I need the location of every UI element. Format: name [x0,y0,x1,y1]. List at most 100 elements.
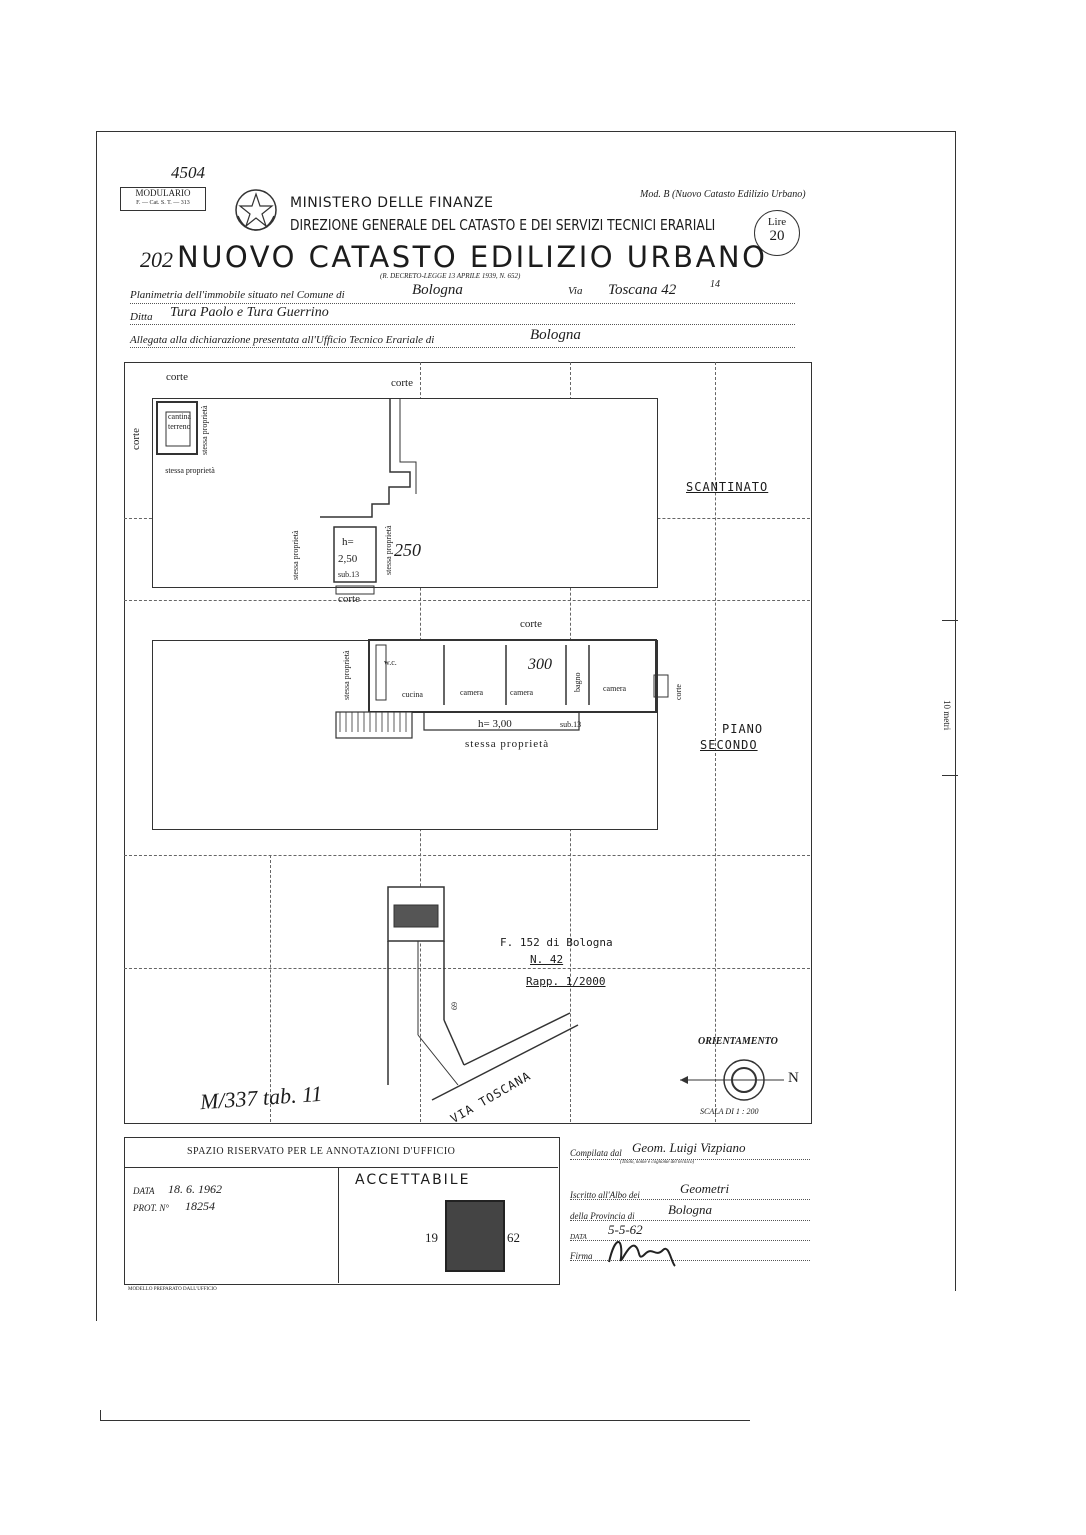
basement-scale-mark: 250 [394,540,421,560]
page-right-rule [955,131,956,1291]
ditta-label: Ditta [130,311,153,323]
basement-corte-left: corte [130,428,142,450]
modulario-sub: F. — Cat. S. T. — 313 [136,200,190,206]
document-title: NUOVO CATASTO EDILIZIO URBANO [177,240,768,274]
allegata-label: Allegata alla dichiarazione presentata a… [130,334,435,346]
lire-label: Lire [767,216,787,228]
office-prot-value: 18254 [185,1199,215,1213]
via-superscript: 14 [710,279,720,290]
second-floor-drawing [335,639,669,739]
basement-stessa-h: stessa proprietà [165,466,215,475]
data-row: DATA 5-5-62 [570,1222,810,1241]
second-room-3: camera [510,688,534,697]
scale-label: SCALA DI 1 : 200 [700,1107,759,1116]
office-stamp-year-left: 19 [425,1230,438,1245]
signature-data-label: DATA [570,1233,587,1241]
basement-small-room-2: terreno [168,422,191,431]
second-corte-top: corte [520,618,542,630]
grid-line [124,855,810,856]
firma-label: Firma [570,1251,593,1261]
office-prot-label: PROT. N° [133,1203,169,1213]
basement-outline [152,398,658,588]
ministry-name: MINISTERO DELLE FINANZE [290,195,494,211]
basement-sub: sub.13 [338,570,360,579]
map-ratio: Rapp. 1/2000 [526,975,606,988]
orientation-label: ORIENTAMENTO [698,1036,778,1047]
ditta-row: Ditta Tura Paolo e Tura Guerrino [130,305,795,325]
via-value: Toscana 42 [608,282,677,298]
grid-vline [715,362,716,1122]
signature-data-value: 5-5-62 [608,1222,643,1237]
second-floor-label-1: PIANO [722,722,764,736]
second-room-4: camera [603,684,627,693]
lire-stamp: Lire 20 [754,210,800,256]
allegata-row: Allegata alla dichiarazione presentata a… [130,327,795,348]
page-top-rule [96,131,956,132]
office-stamp-portrait [445,1200,505,1272]
second-room-2: camera [460,688,484,697]
basement-stessa-v1: stessa proprietà [200,405,209,455]
map-sheet: F. 152 di Bologna [500,936,613,949]
basement-corte-top: corte [391,377,413,389]
iscritto-row: Iscritto all'Albo dei Geometri [570,1181,810,1200]
planimetry-row: Planimetria dell'immobile situato nel Co… [130,279,795,304]
second-mark-300: 300 [528,656,552,673]
title-prefix: 202 [140,247,173,272]
emblem-icon [232,186,280,234]
basement-floor-label: SCANTINATO [686,480,769,494]
modulario-label: MODULARIO [135,188,191,198]
compass-icon [680,1058,790,1102]
page-bottom-rule [100,1420,750,1421]
grid-vline [270,855,271,1122]
basement-small-room-1: cantina [168,412,192,421]
office-data-value: 18. 6. 1962 [168,1182,222,1196]
office-footer-tiny: MODELLO PREPARATO DALL'UFFICIO [128,1287,217,1292]
basement-h-value: 2,50 [338,553,358,565]
office-box [124,1137,560,1285]
compilata-sub: (Titolo, nome e cognome del tecnico) [620,1160,695,1165]
modulario-box: MODULARIO F. — Cat. S. T. — 313 [120,187,206,211]
iscritto-value: Geometri [680,1181,730,1196]
lire-value: 20 [769,228,785,244]
drawing-frame [124,362,812,1124]
grid-line [124,968,810,969]
map-number: N. 42 [530,953,564,966]
basement-h-label: h= [342,536,354,548]
iscritto-label: Iscritto all'Albo dei [570,1190,640,1200]
office-title-row [124,1137,558,1168]
office-data-label: DATA [133,1186,155,1196]
office-title: SPAZIO RISERVATO PER LE ANNOTAZIONI D'UF… [187,1146,456,1157]
basement-drawing [156,398,417,595]
office-divider [338,1167,339,1283]
side-scale: 10 metri [942,700,952,731]
via-label: Via [568,285,583,297]
provincia-value: Bologna [668,1202,713,1217]
office-stamp-year-right: 62 [507,1230,520,1245]
page-left-rule [96,131,97,1321]
comune-value: Bologna [412,282,463,298]
basement-corte-top-left: corte [166,371,188,383]
planimetry-label: Planimetria dell'immobile situato nel Co… [130,289,345,301]
north-label: N [788,1070,799,1086]
second-wc: w.c. [384,658,397,667]
ufficio-value: Bologna [530,327,581,343]
form-code: Mod. B (Nuovo Catasto Edilizio Urbano) [640,189,806,200]
page-bottom-left-tick [100,1410,101,1420]
direction-name: DIREZIONE GENERALE DEL CATASTO E DEI SER… [290,216,716,234]
second-sub: sub.13 [560,720,582,729]
side-scale-tick-bottom [942,775,958,776]
second-floor-label-2: SECONDO [700,738,758,752]
signature-scribble [605,1232,685,1272]
office-stamp-text: ACCETTABILE [355,1172,471,1188]
second-stessa-v: stessa proprietà [342,650,351,700]
compilata-label: Compilata dal [570,1148,622,1158]
map-side-mark: 69 [450,1002,459,1010]
second-room-5: bagno [573,672,582,692]
basement-corte-bottom: corte [338,593,360,605]
provincia-label: della Provincia di [570,1211,635,1221]
provincia-row: della Provincia di Bologna [570,1202,810,1221]
title-line: 202 NUOVO CATASTO EDILIZIO URBANO [140,240,767,274]
compilata-row: Compilata dal Geom. Luigi Vizpiano [570,1140,810,1160]
second-room-1: cucina [402,690,423,699]
second-stessa-h: stessa proprietà [465,738,550,750]
